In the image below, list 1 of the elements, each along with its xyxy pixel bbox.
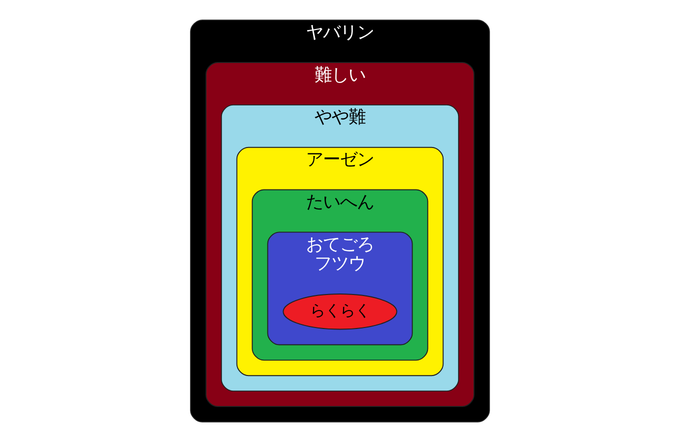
node-ellipse: らくらく xyxy=(282,294,398,330)
